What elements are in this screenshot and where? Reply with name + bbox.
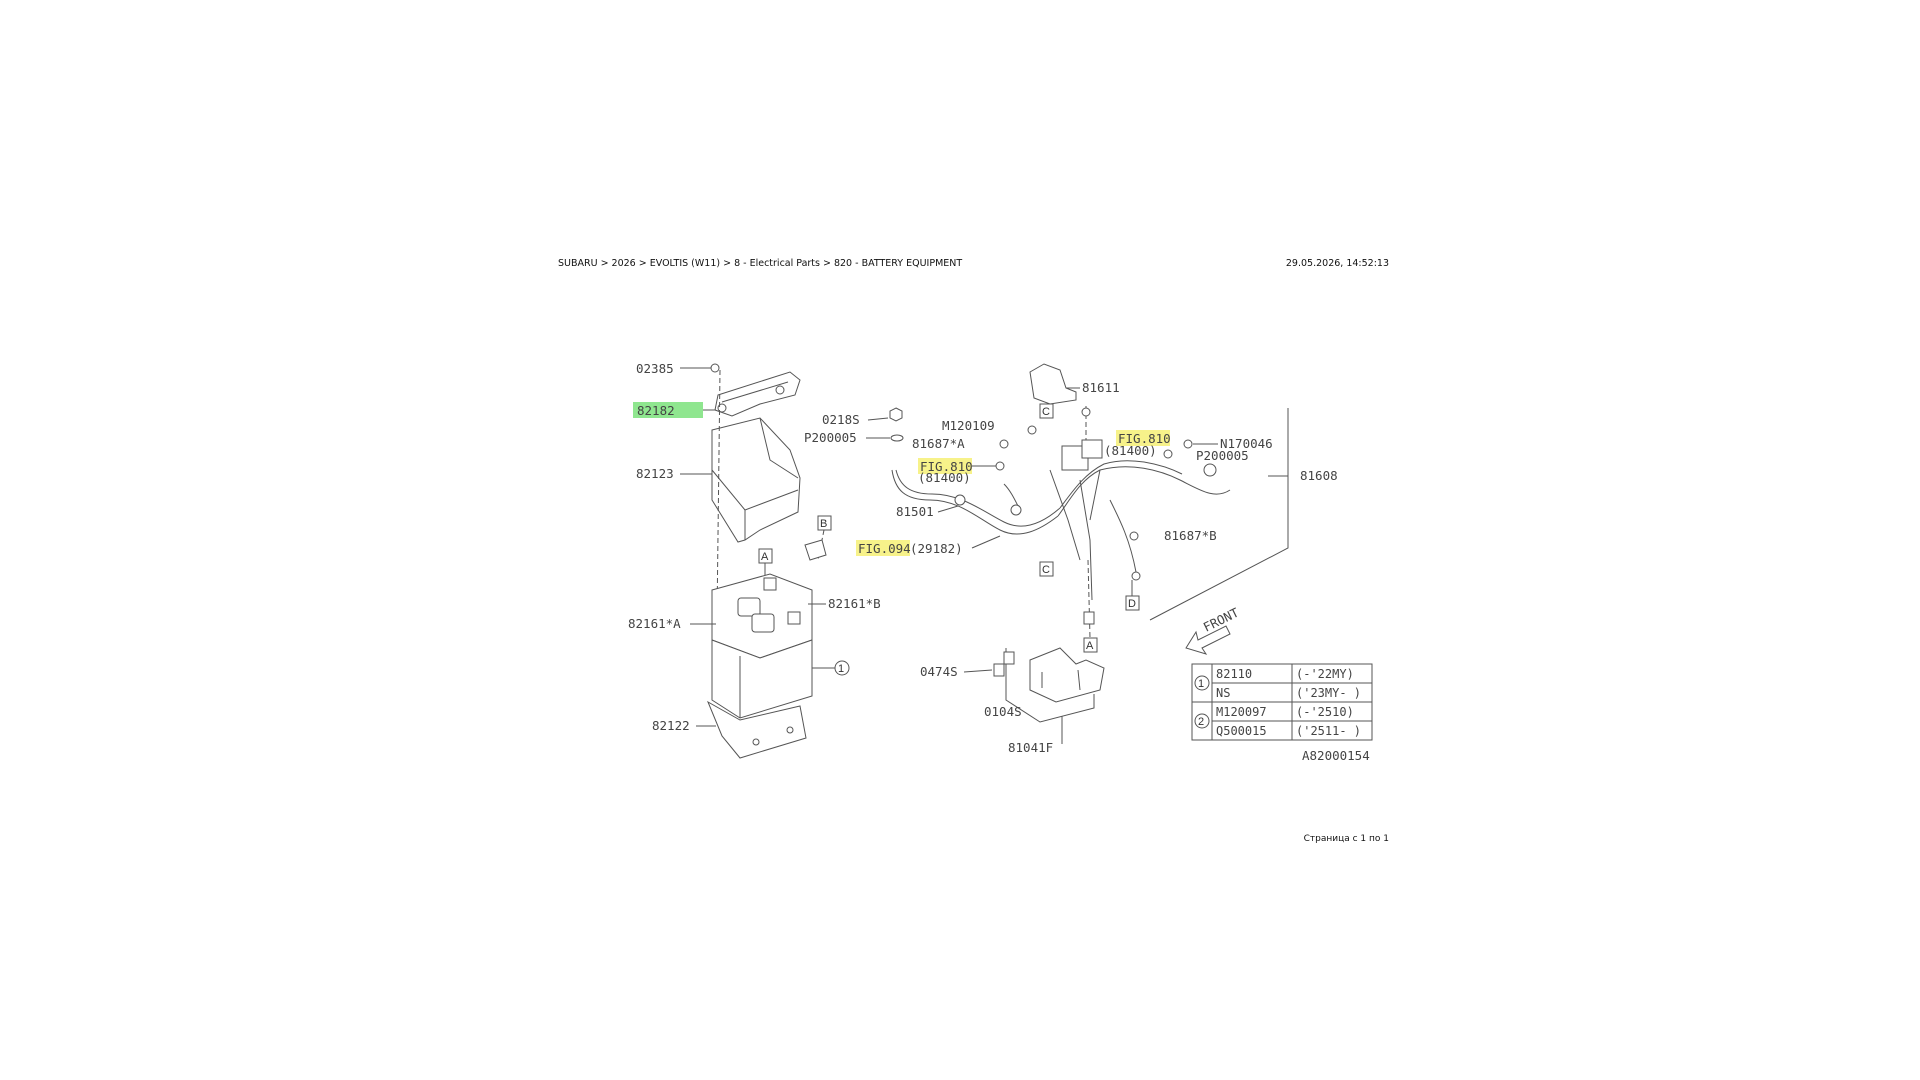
table-row-1-part[interactable]: NS: [1216, 686, 1230, 700]
highlight-82182: [633, 402, 703, 418]
bolt-m120109: [1027, 425, 1037, 435]
clip-82161b: [804, 539, 827, 561]
part-label-81041f[interactable]: 81041F: [1008, 740, 1053, 755]
part-label-81501[interactable]: 81501: [896, 504, 934, 519]
part-label-0474s[interactable]: 0474S: [920, 664, 958, 679]
part-label-p200005-right[interactable]: P200005: [1196, 448, 1249, 463]
fig-link-094[interactable]: FIG.094: [858, 541, 911, 556]
table-row-3-part[interactable]: Q500015: [1216, 724, 1267, 738]
svg-text:A: A: [1086, 640, 1094, 652]
part-label-82122[interactable]: 82122: [652, 718, 690, 733]
bolt-0474s: [993, 663, 1005, 677]
nut-81687b: [1129, 531, 1139, 541]
table-row-2-part[interactable]: M120097: [1216, 705, 1267, 719]
ref-box-a-right: [1083, 637, 1098, 653]
part-label-81611[interactable]: 81611: [1082, 380, 1120, 395]
part-label-0218s[interactable]: 0218S: [822, 412, 860, 427]
svg-text:D: D: [1128, 598, 1136, 610]
part-label-02385[interactable]: 02385: [636, 361, 674, 376]
table-row-0-note: (-'22MY): [1296, 667, 1354, 681]
front-arrow-icon: [1185, 625, 1231, 655]
print-datetime: 29.05.2026, 14:52:13: [1285, 258, 1389, 269]
ref-box-b: [817, 515, 832, 531]
part-label-82182[interactable]: 82182: [637, 403, 675, 418]
part-label-82161a[interactable]: 82161*A: [628, 616, 681, 631]
page-counter: Страница с 1 по 1: [1303, 834, 1389, 844]
washer-p200005: [890, 434, 904, 442]
variant-table: [1191, 663, 1373, 741]
table-row-1-note: ('23MY- ): [1296, 686, 1361, 700]
breadcrumb: SUBARU > 2026 > EVOLTIS (W11) > 8 - Elec…: [558, 258, 963, 269]
table-row-2-mark: 2: [1198, 716, 1204, 728]
battery-tray-82122: [706, 700, 807, 759]
part-label-0104s[interactable]: 0104S: [984, 704, 1022, 719]
bracket-81608: [1149, 408, 1289, 621]
highlight-fig094: [856, 540, 910, 556]
cable-harness-81501: [891, 439, 1231, 601]
part-label-m120109[interactable]: M120109: [942, 418, 995, 433]
highlight-fig810-lower: [918, 458, 972, 474]
ref-box-c-top: [1039, 403, 1054, 419]
ref-box-c-lower: [1039, 561, 1054, 577]
svg-text:B: B: [820, 518, 827, 530]
nut-0218s: [889, 407, 903, 422]
highlight-fig810-upper: [1116, 430, 1170, 446]
part-label-29182[interactable]: (29182): [910, 541, 963, 556]
table-row-0-part[interactable]: 82110: [1216, 667, 1252, 681]
battery-cover-82123: [711, 417, 801, 543]
table-row-3-note: ('2511- ): [1296, 724, 1361, 738]
diagram-code: A82000154: [1302, 748, 1370, 763]
bolt-02385: [680, 363, 720, 373]
nut-81687a: [999, 439, 1009, 449]
part-label-82123[interactable]: 82123: [636, 466, 674, 481]
bracket-outline-81041f: [1005, 648, 1095, 723]
battery-body: [711, 573, 813, 719]
table-row-0-mark: 1: [1198, 678, 1204, 690]
part-label-81400-upper[interactable]: (81400): [1104, 443, 1157, 458]
nut-n170046: [1183, 439, 1193, 449]
svg-text:A: A: [761, 551, 769, 563]
svg-text:C: C: [1042, 406, 1050, 418]
svg-text:1: 1: [838, 663, 844, 675]
part-label-81608[interactable]: 81608: [1300, 468, 1338, 483]
part-label-81687a[interactable]: 81687*A: [912, 436, 965, 451]
fig-link-810-upper[interactable]: FIG.810: [1118, 431, 1171, 446]
part-label-n170046[interactable]: N170046: [1220, 436, 1273, 451]
part-label-82161b[interactable]: 82161*B: [828, 596, 881, 611]
bracket-81041f: [1029, 647, 1105, 703]
ground-terminal: [1203, 463, 1217, 477]
fig-link-810-lower[interactable]: FIG.810: [920, 459, 973, 474]
svg-text:C: C: [1042, 564, 1050, 576]
part-label-81400-lower[interactable]: (81400): [918, 470, 971, 485]
part-label-81687b[interactable]: 81687*B: [1164, 528, 1217, 543]
part-label-p200005[interactable]: P200005: [804, 430, 857, 445]
terminal-cover-81611: [1029, 363, 1077, 405]
table-row-2-note: (-'2510): [1296, 705, 1354, 719]
bracket-82182: [714, 371, 801, 417]
